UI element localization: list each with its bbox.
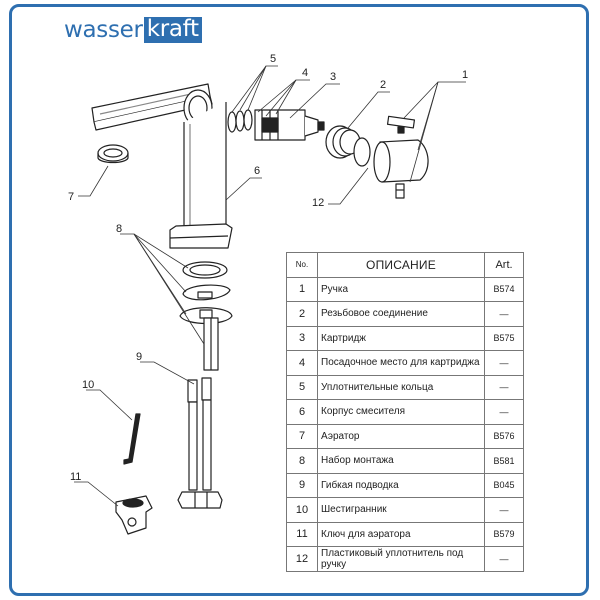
callout-7: 7 — [68, 191, 74, 203]
callout-5: 5 — [270, 53, 276, 65]
hex-key — [123, 413, 141, 465]
callout-12: 12 — [312, 197, 324, 209]
header-no: No. — [286, 252, 318, 278]
callout-1: 1 — [462, 69, 468, 81]
callout-3: 3 — [330, 71, 336, 83]
faucet-body — [169, 102, 233, 249]
callout-numbers: 1 2 3 4 5 6 7 8 9 10 11 12 — [68, 53, 468, 483]
cartridge — [254, 109, 325, 141]
page-frame — [9, 4, 589, 596]
callout-11: 11 — [70, 471, 81, 483]
mounting-kit — [179, 261, 233, 371]
callout-4: 4 — [302, 67, 308, 79]
brand-name-part2: kraft — [143, 17, 202, 43]
callout-9: 9 — [136, 351, 142, 363]
aerator — [97, 144, 129, 164]
flexible-hoses — [177, 377, 223, 509]
callout-leaders — [74, 65, 466, 507]
aerator-key — [115, 495, 153, 535]
header-description: ОПИСАНИЕ — [317, 252, 485, 278]
callout-10: 10 — [82, 379, 94, 391]
o-rings — [227, 109, 253, 133]
header-art: Art. — [484, 252, 524, 278]
handle — [353, 115, 429, 199]
callout-6: 6 — [254, 165, 260, 177]
parts-table-header: No. ОПИСАНИЕ Art. — [286, 252, 524, 278]
callout-8: 8 — [116, 223, 122, 235]
brand-name-part1: wasser — [64, 17, 143, 43]
callout-2: 2 — [380, 79, 386, 91]
